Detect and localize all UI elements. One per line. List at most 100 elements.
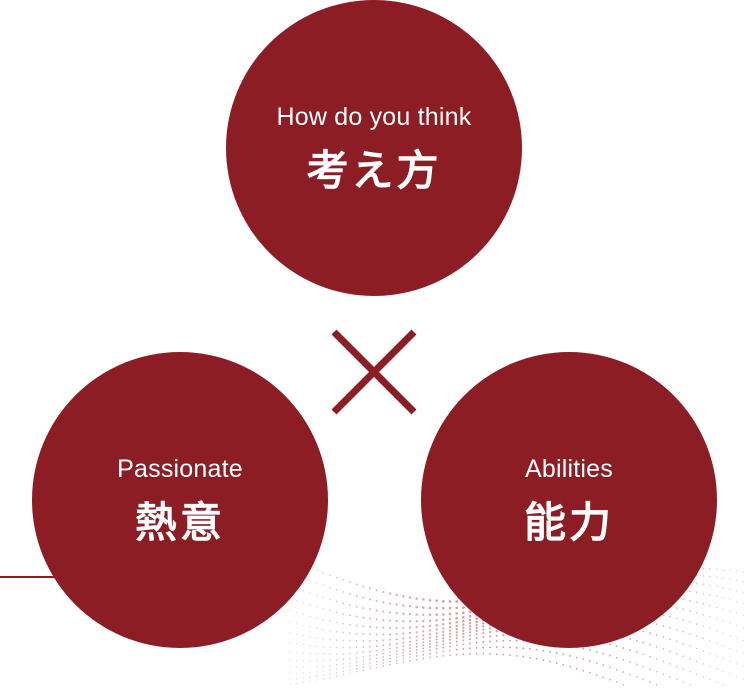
decor-dot [736, 650, 738, 652]
decor-dot [422, 613, 425, 617]
decor-dot [315, 594, 318, 597]
decor-dot [702, 583, 705, 586]
decor-dot [448, 635, 452, 638]
decor-dot [549, 650, 551, 653]
decor-dot [422, 653, 425, 656]
decor-dot [715, 606, 718, 608]
decor-dot [355, 594, 358, 597]
decor-dot [342, 670, 345, 673]
decor-dot [369, 639, 371, 642]
decor-dot [402, 648, 405, 651]
decor-dot [522, 647, 525, 650]
decor-dot [442, 646, 445, 649]
decor-dot [455, 653, 458, 656]
decor-dot [369, 625, 371, 628]
decor-dot [649, 643, 651, 646]
decor-dot [362, 585, 365, 588]
decor-dot [362, 625, 365, 628]
decor-dot [428, 619, 432, 623]
decor-dot [515, 639, 518, 642]
decor-dot [488, 627, 492, 630]
decor-dot [489, 640, 491, 643]
decor-dot [296, 623, 298, 625]
decor-dot [615, 668, 618, 671]
decor-dot [742, 591, 744, 593]
decor-dot [349, 662, 351, 664]
decor-dot [395, 642, 398, 645]
decor-dot [689, 590, 691, 593]
decor-dot [382, 644, 385, 647]
decor-dot [375, 660, 378, 663]
decor-dot [395, 603, 398, 606]
decor-dot [722, 644, 725, 647]
decor-dot [662, 660, 665, 663]
decor-dot [355, 652, 358, 654]
decor-dot [515, 654, 518, 657]
decor-dot [402, 654, 405, 657]
decor-dot [428, 639, 432, 643]
decor-dot [635, 676, 638, 678]
decor-dot [722, 684, 724, 686]
decor-dot [509, 654, 511, 657]
decor-dot [742, 614, 744, 617]
decor-dot [342, 667, 345, 669]
decor-dot [355, 664, 358, 667]
decor-dot [408, 620, 412, 623]
decor-dot [362, 666, 365, 669]
decor-dot [589, 671, 591, 674]
decor-dot [609, 678, 611, 681]
decor-dot [455, 634, 458, 637]
decor-dot [615, 645, 618, 648]
decor-dot [402, 651, 405, 654]
decor-dot [422, 625, 425, 628]
decor-dot [482, 632, 485, 635]
decor-dot [448, 622, 452, 625]
decor-dot [629, 661, 631, 663]
decor-dot [389, 651, 391, 654]
decor-dot [622, 658, 625, 661]
decor-dot [335, 659, 338, 661]
decor-dot [709, 594, 711, 596]
circle-japanese-label: 考え方 [306, 145, 442, 195]
decor-dot [655, 658, 658, 660]
decor-dot [722, 586, 725, 589]
decor-dot [562, 664, 565, 666]
decor-dot [715, 568, 718, 570]
decor-dot [415, 613, 418, 616]
decor-dot [382, 639, 385, 642]
decor-dot [495, 646, 498, 649]
decor-dot [609, 654, 611, 657]
circle-english-label: Passionate [117, 454, 243, 483]
decor-dot [455, 637, 458, 640]
decor-dot [349, 666, 351, 668]
decor-dot [342, 591, 345, 593]
decor-dot [535, 648, 538, 651]
decor-dot [349, 581, 351, 584]
decor-dot [309, 644, 311, 647]
decor-dot [329, 673, 331, 675]
decor-dot [395, 646, 398, 649]
decor-dot [702, 567, 705, 570]
decor-dot [542, 659, 545, 662]
decor-dot [375, 609, 378, 612]
decor-dot [669, 638, 671, 641]
decor-dot [409, 644, 411, 647]
decor-dot [335, 668, 338, 670]
decor-dot [415, 597, 418, 600]
decor-dot [475, 623, 478, 626]
decor-dot [649, 668, 651, 671]
decor-dot [375, 633, 378, 636]
decor-dot [368, 587, 372, 590]
decor-dot [362, 633, 365, 636]
decor-dot [395, 632, 398, 635]
decor-dot [402, 612, 405, 615]
decor-dot [388, 611, 392, 614]
decor-dot [502, 639, 505, 642]
decor-dot [422, 634, 425, 637]
decor-dot [642, 653, 645, 656]
decor-dot [395, 612, 398, 615]
decor-dot [736, 612, 738, 614]
decor-dot [309, 671, 311, 674]
decor-dot [522, 655, 525, 658]
decor-dot [355, 640, 358, 642]
